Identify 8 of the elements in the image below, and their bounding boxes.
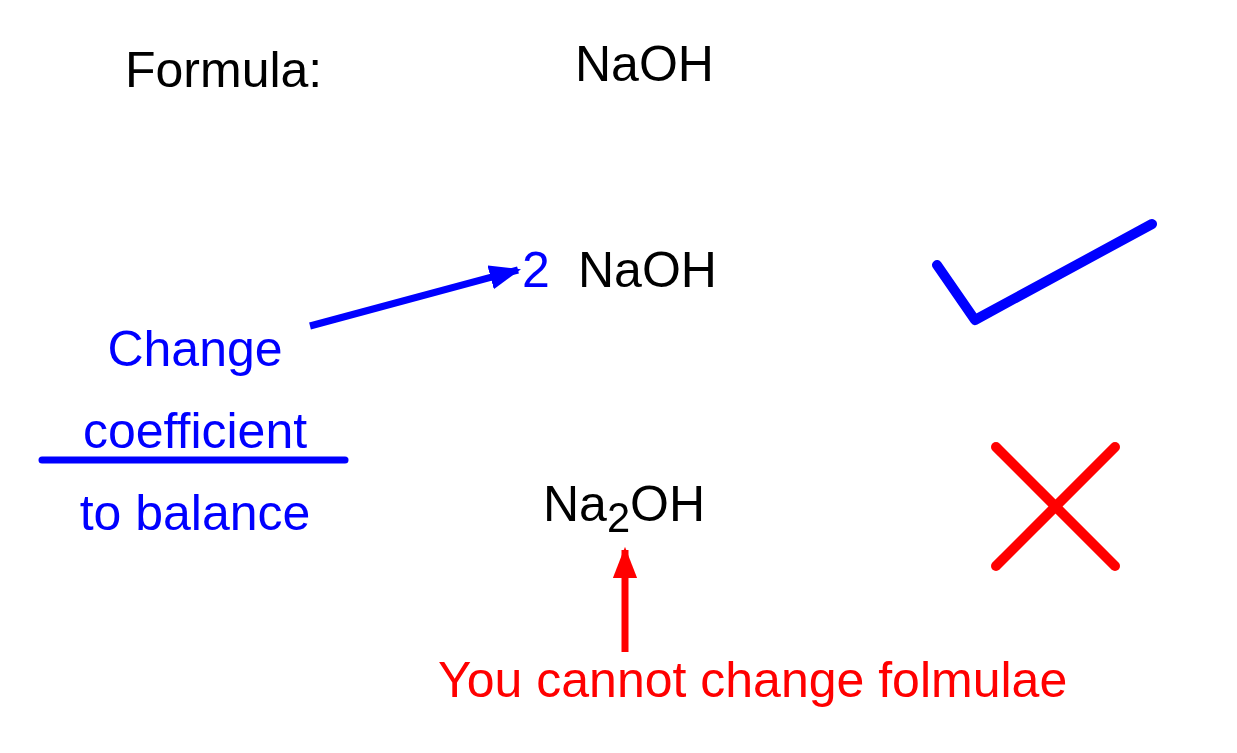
warning-text: You cannot change folmulae [438,650,1068,710]
formula-text: Na$_{2}$OH [543,474,706,548]
formula-text: NaOH [575,35,714,94]
heading-text: Formula: [125,41,323,100]
coefficient-text: 2 [522,240,550,300]
instruction-text: Change coefficient to balance [60,308,330,554]
arrow [309,263,521,330]
formula-text: NaOH [578,241,717,300]
